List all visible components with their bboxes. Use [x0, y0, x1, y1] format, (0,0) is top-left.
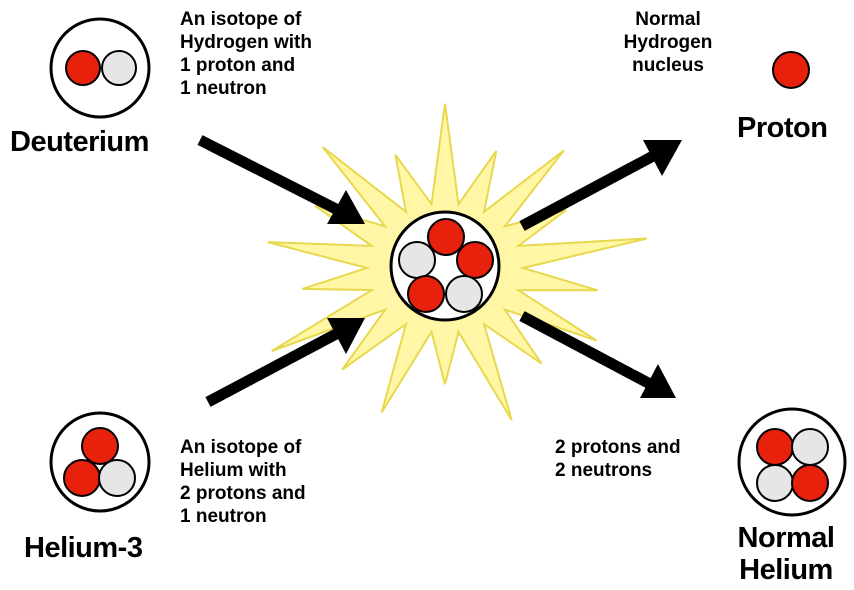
normal-helium-label: Normal Helium: [718, 522, 854, 586]
neutron-ball: [102, 51, 136, 85]
proton-ball: [82, 428, 118, 464]
neutron-ball: [399, 242, 435, 278]
proton-ball: [408, 276, 444, 312]
proton-ball: [457, 242, 493, 278]
proton-ball: [792, 465, 828, 501]
incoming-arrow-deuterium: [200, 140, 365, 224]
proton-note: Normal Hydrogen nucleus: [618, 8, 718, 77]
neutron-ball: [792, 429, 828, 465]
fused-nucleus: [391, 212, 499, 320]
proton-ball: [66, 51, 100, 85]
proton-ball: [428, 219, 464, 255]
proton-label: Proton: [737, 112, 827, 145]
helium3-note: An isotope of Helium with 2 protons and …: [180, 436, 306, 528]
deuterium-note: An isotope of Hydrogen with 1 proton and…: [180, 8, 312, 100]
normal-helium-nucleus: [739, 409, 845, 515]
proton-ball: [757, 429, 793, 465]
normal-helium-note: 2 protons and 2 neutrons: [555, 436, 681, 482]
neutron-ball: [99, 460, 135, 496]
neutron-ball: [757, 465, 793, 501]
proton-particle: [773, 52, 809, 88]
neutron-ball: [446, 276, 482, 312]
incoming-arrow-helium3: [208, 318, 365, 402]
proton-ball: [773, 52, 809, 88]
deuterium-nucleus: [51, 19, 149, 117]
helium3-label: Helium-3: [24, 532, 142, 565]
deuterium-label: Deuterium: [10, 126, 149, 159]
outgoing-arrow-helium: [522, 316, 676, 398]
proton-ball: [64, 460, 100, 496]
helium3-nucleus: [51, 413, 149, 511]
outgoing-arrow-proton: [522, 140, 682, 226]
